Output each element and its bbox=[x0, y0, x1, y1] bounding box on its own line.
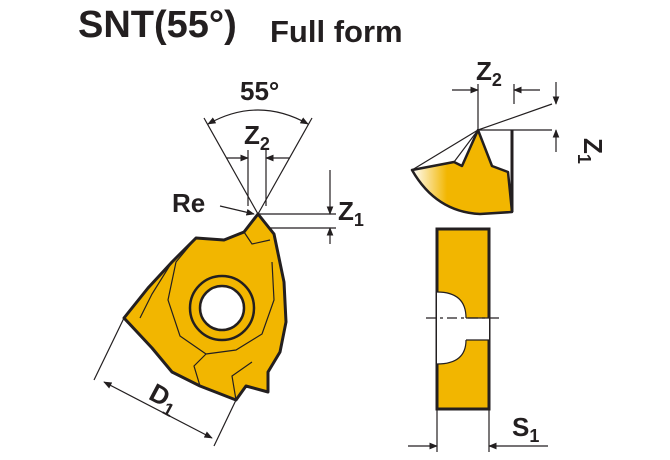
re-leader bbox=[219, 205, 255, 216]
svg-text:Z1: Z1 bbox=[574, 138, 608, 164]
z1-profile-subscript: 1 bbox=[574, 154, 594, 164]
z2-profile-subscript: 2 bbox=[492, 70, 502, 90]
angle-ray-left bbox=[203, 117, 259, 215]
svg-text:Z1: Z1 bbox=[338, 196, 364, 230]
profile-flank-left bbox=[453, 129, 479, 163]
re-label: Re bbox=[172, 188, 205, 218]
svg-text:Z2: Z2 bbox=[244, 120, 270, 154]
angle-ray-right bbox=[257, 117, 313, 215]
z1-subscript: 1 bbox=[354, 210, 364, 230]
profile-guide-1 bbox=[477, 103, 553, 131]
angle-arc bbox=[207, 109, 309, 125]
s1-subscript: 1 bbox=[529, 426, 539, 446]
z2-profile-label: Z bbox=[476, 56, 492, 86]
angle-label: 55° bbox=[240, 76, 279, 106]
profile-guide-3 bbox=[411, 129, 479, 171]
z2-subscript: 2 bbox=[260, 134, 270, 154]
angle-annotation bbox=[203, 109, 336, 244]
insert-side-section bbox=[408, 227, 548, 452]
chipbreaker-line-3 bbox=[193, 353, 207, 387]
inner-edge-left bbox=[167, 237, 207, 355]
section-hole bbox=[437, 292, 489, 364]
chipbreaker-line-1 bbox=[139, 261, 173, 319]
d1-dimension bbox=[93, 317, 237, 447]
d1-ext-right bbox=[213, 399, 237, 447]
d1-arrow bbox=[103, 381, 213, 439]
diagram-title: SNT(55°) bbox=[78, 4, 237, 46]
insert-side-profile bbox=[410, 82, 560, 216]
s1-label: S bbox=[512, 412, 529, 442]
svg-text:D1: D1 bbox=[143, 377, 184, 421]
svg-text:Z2: Z2 bbox=[476, 56, 502, 90]
diagram-subtitle: Full form bbox=[270, 14, 403, 49]
insert-top-view bbox=[122, 212, 288, 402]
section-hole-bottom bbox=[436, 339, 467, 365]
inner-edge-right bbox=[205, 261, 275, 355]
tip-edge-line bbox=[243, 231, 271, 245]
section-hole-top bbox=[436, 291, 467, 319]
z1-label: Z bbox=[338, 196, 354, 226]
z2-label: Z bbox=[244, 120, 260, 150]
d1-ext-left bbox=[93, 317, 125, 381]
svg-text:S1: S1 bbox=[512, 412, 539, 446]
chipbreaker-line-2 bbox=[231, 361, 253, 401]
profile-body bbox=[410, 128, 514, 216]
z1-profile-label: Z bbox=[578, 138, 608, 154]
center-hole bbox=[198, 284, 246, 332]
